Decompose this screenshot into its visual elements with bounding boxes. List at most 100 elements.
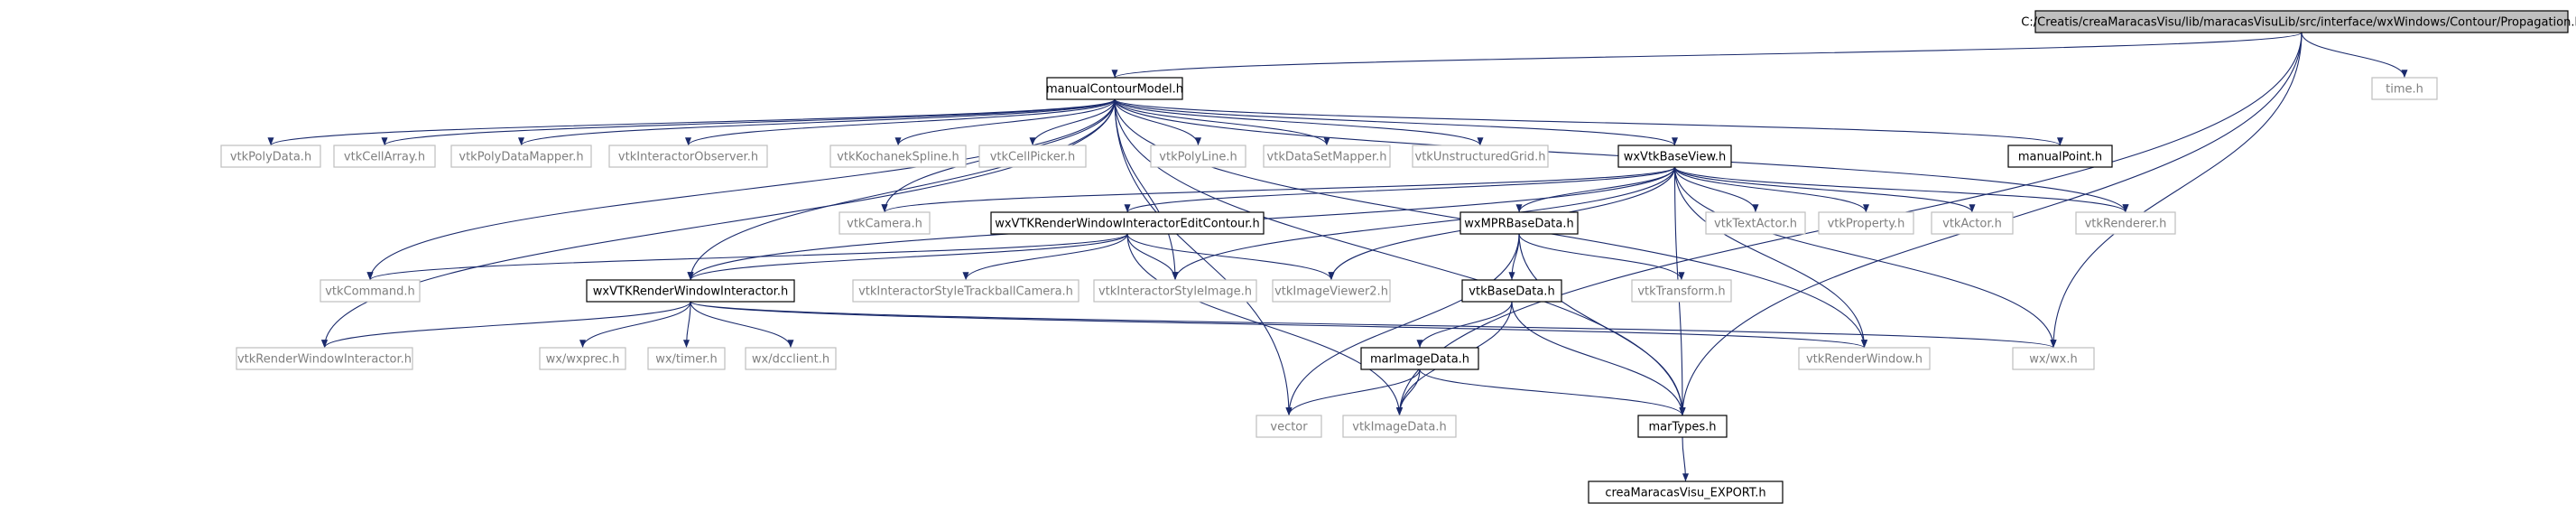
- edge-arrow: [1419, 368, 1686, 416]
- node-vtk-interactor-style-image: vtkInteractorStyleImage.h: [1093, 279, 1257, 303]
- edge-wx-vtk-base-view-to-vtk-text-actor: [1673, 166, 1759, 213]
- node-manual-point[interactable]: manualPoint.h: [2007, 145, 2113, 168]
- node-vtk-unstructured-grid: vtkUnstructuredGrid.h: [1412, 145, 1549, 168]
- node-label: wxVTKRenderWindowInteractorEditContour.h: [995, 218, 1260, 231]
- node-box: [608, 145, 768, 168]
- node-label: wx/wxprec.h: [546, 353, 620, 367]
- edge-manual-contour-model-to-vtk-poly-data-mapper: [518, 98, 1116, 146]
- node-box: [1046, 77, 1183, 100]
- edge-arrow: [894, 98, 1116, 146]
- edge-arrow: [685, 98, 1116, 146]
- edge-wx-vtkrwi-to-vtk-render-window: [690, 301, 1867, 349]
- node-box: [745, 347, 837, 370]
- edge-arrow: [1114, 98, 2063, 146]
- edge-manual-contour-model-to-vtk-cell-picker: [1029, 98, 1116, 146]
- node-box: [1931, 211, 2014, 235]
- node-label: manualContourModel.h: [1046, 83, 1183, 97]
- node-label: wx/wx.h: [2029, 353, 2077, 367]
- edge-arrow: [1682, 436, 1690, 482]
- node-box: [1272, 279, 1391, 303]
- node-dcclient: wx/dcclient.h: [745, 347, 837, 370]
- edge-wx-vtk-base-view-to-vtk-render-window: [1673, 166, 1868, 349]
- node-mar-image-data[interactable]: marImageData.h: [1360, 347, 1479, 370]
- node-vtk-render-window-interactor: vtkRenderWindowInteractor.h: [236, 347, 413, 370]
- node-label: wx/dcclient.h: [752, 353, 829, 367]
- node-wx-vtkrwiedit-contour[interactable]: wxVTKRenderWindowInteractorEditContour.h: [990, 211, 1265, 235]
- edge-wx-vtk-base-view-to-wx-vtkrwiedit-contour: [1124, 166, 1676, 213]
- edge-arrow: [381, 98, 1116, 146]
- edge-arrow: [1395, 368, 1421, 416]
- node-box: [2034, 10, 2569, 33]
- edge-arrow: [1029, 98, 1116, 146]
- edge-manual-contour-model-to-vtk-poly-line: [1114, 98, 1201, 146]
- node-label: vtkInteractorObserver.h: [618, 151, 758, 164]
- node-label: vtkCellPicker.h: [990, 151, 1076, 164]
- edge-arrow: [1126, 233, 1335, 281]
- node-label: wxMPRBaseData.h: [1464, 218, 1573, 231]
- edge-arrow: [1111, 32, 2303, 79]
- node-wx-vtk-base-view[interactable]: wxVtkBaseView.h: [1617, 145, 1732, 168]
- node-vtk-camera: vtkCamera.h: [839, 211, 931, 235]
- node-vtk-actor: vtkActor.h: [1931, 211, 2014, 235]
- node-box: [1637, 415, 1728, 438]
- nodes-layer: C:/Creatis/creaMaracasVisu/lib/maracasVi…: [220, 10, 2576, 504]
- node-mar-types[interactable]: marTypes.h: [1637, 415, 1728, 438]
- edge-arrow: [1124, 166, 1676, 213]
- edge-arrow: [518, 98, 1116, 146]
- edge-mar-types-to-crea-export: [1682, 436, 1690, 482]
- node-propagation[interactable]: C:/Creatis/creaMaracasVisu/lib/maracasVi…: [2021, 10, 2576, 33]
- node-vtk-image-viewer2: vtkImageViewer2.h: [1272, 279, 1391, 303]
- edge-arrow: [1518, 233, 1686, 416]
- edge-arrow: [687, 98, 1116, 281]
- edge-arrow: [2050, 32, 2303, 349]
- edge-arrow: [690, 301, 794, 349]
- node-vtk-poly-data-mapper: vtkPolyDataMapper.h: [450, 145, 592, 168]
- edge-arrow: [1114, 98, 1201, 146]
- node-box: [1631, 279, 1732, 303]
- node-wx-vtkrwi[interactable]: wxVTKRenderWindowInteractor.h: [586, 279, 795, 303]
- edge-vtk-base-data-to-mar-image-data: [1416, 301, 1513, 349]
- edge-manual-contour-model-to-vtk-interactor-observer: [685, 98, 1116, 146]
- edge-wx-vtkrwi-to-wxwx: [690, 301, 2056, 349]
- node-vtk-transform: vtkTransform.h: [1631, 279, 1732, 303]
- node-vtk-base-data[interactable]: vtkBaseData.h: [1461, 279, 1562, 303]
- node-box: [978, 145, 1087, 168]
- node-vtk-property: vtkProperty.h: [1818, 211, 1914, 235]
- edge-arrow: [1673, 166, 1976, 213]
- node-wxwx: wx/wx.h: [2012, 347, 2095, 370]
- node-box: [320, 279, 421, 303]
- node-box: [333, 145, 436, 168]
- edge-manual-contour-model-to-vector: [1114, 98, 1293, 416]
- edge-wx-vtkrwi-to-wxtimer: [682, 301, 691, 349]
- node-label: vtkTransform.h: [1637, 285, 1725, 299]
- node-vtk-poly-data: vtkPolyData.h: [220, 145, 321, 168]
- node-box: [1150, 145, 1246, 168]
- node-box: [1263, 145, 1391, 168]
- node-label: vtkUnstructuredGrid.h: [1415, 151, 1546, 164]
- node-box: [1459, 211, 1579, 235]
- edge-manual-contour-model-to-vtk-unstructured-grid: [1114, 98, 1484, 146]
- node-label: vtkPolyLine.h: [1159, 151, 1237, 164]
- node-label: wxVtkBaseView.h: [1624, 151, 1727, 164]
- node-label: vtkBaseData.h: [1469, 285, 1554, 299]
- edge-wx-mprbase-data-to-vtk-transform: [1518, 233, 1685, 281]
- node-wx-mprbase-data[interactable]: wxMPRBaseData.h: [1459, 211, 1579, 235]
- node-box: [1093, 279, 1257, 303]
- node-label: vtkCamera.h: [847, 218, 922, 231]
- edge-manual-contour-model-to-manual-point: [1114, 98, 2063, 146]
- edge-arrow: [1673, 166, 1759, 213]
- node-crea-export[interactable]: creaMaracasVisu_EXPORT.h: [1588, 480, 1784, 504]
- edge-manual-contour-model-to-vtk-interactor-style-image: [1114, 98, 1179, 281]
- node-box: [450, 145, 592, 168]
- node-box: [586, 279, 795, 303]
- node-label: manualPoint.h: [2018, 151, 2102, 164]
- edge-manual-contour-model-to-vtk-cell-array: [381, 98, 1116, 146]
- node-box: [2012, 347, 2095, 370]
- node-label: vtkInteractorStyleTrackballCamera.h: [858, 285, 1073, 299]
- node-manual-contour-model[interactable]: manualContourModel.h: [1046, 77, 1183, 100]
- node-wxtimer: wx/timer.h: [647, 347, 726, 370]
- node-label: wx/timer.h: [655, 353, 718, 367]
- edge-manual-contour-model-to-vtk-kochanek-spline: [894, 98, 1116, 146]
- edge-arrow: [1114, 98, 1179, 281]
- edge-arrow: [962, 233, 1128, 281]
